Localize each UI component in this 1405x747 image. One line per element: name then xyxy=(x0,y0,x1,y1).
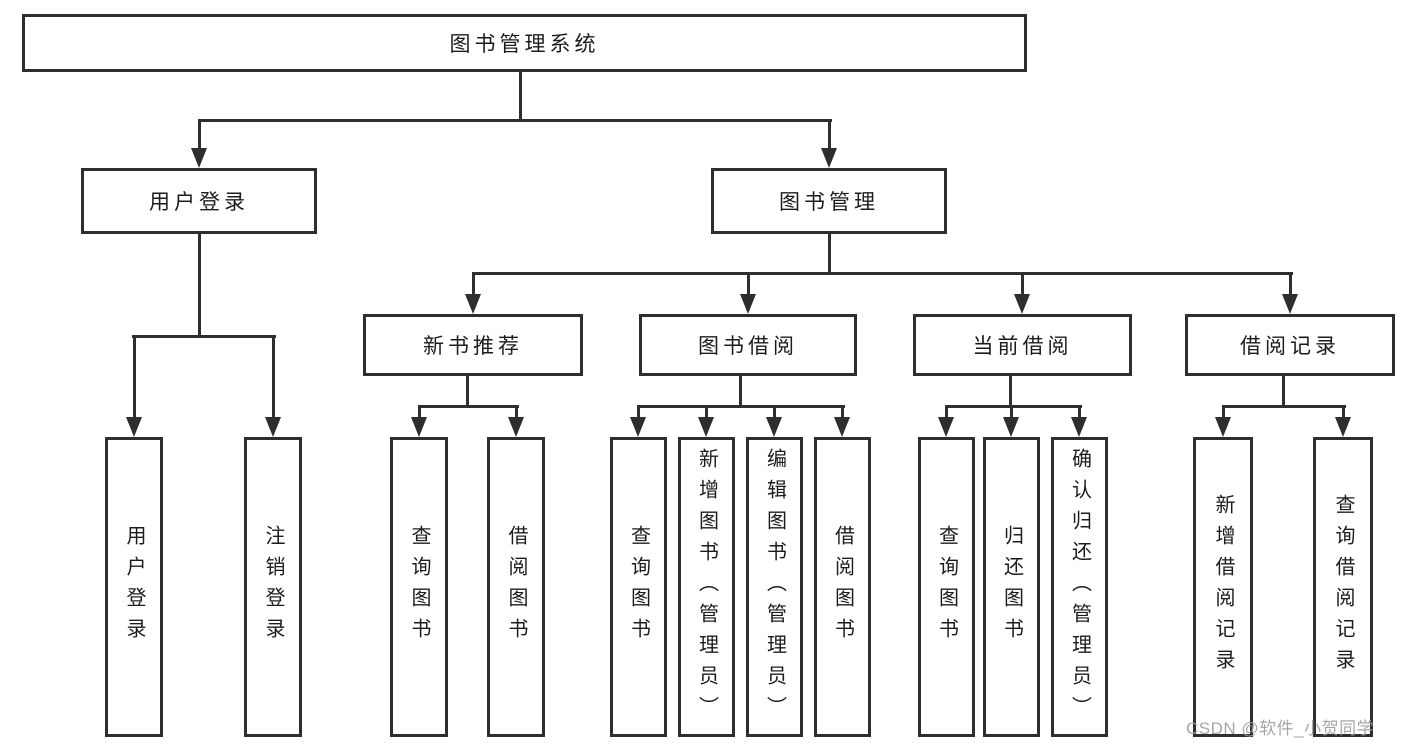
node-library-management-system: 图书管理系统 xyxy=(22,14,1027,72)
node-user-login: 用户登录 xyxy=(81,168,317,234)
connector-line xyxy=(1078,405,1081,421)
node-new-book-recommendation: 新书推荐 xyxy=(363,314,583,376)
arrowhead-down-icon xyxy=(1335,417,1351,437)
connector-line xyxy=(1222,405,1225,421)
connector-line xyxy=(1009,374,1012,408)
leaf-return-books: 归还图书 xyxy=(983,437,1040,737)
connector-line xyxy=(1222,405,1346,408)
connector-line xyxy=(705,405,708,421)
arrowhead-down-icon xyxy=(1215,417,1231,437)
leaf-current-query-books: 查询图书 xyxy=(918,437,975,737)
leaf-recommend-borrow-books: 借阅图书 xyxy=(487,437,545,737)
leaf-logout: 注销登录 xyxy=(244,437,302,737)
connector-line xyxy=(773,405,776,421)
connector-line xyxy=(1010,405,1013,421)
connector-line xyxy=(198,119,201,151)
arrowhead-down-icon xyxy=(411,417,427,437)
arrowhead-down-icon xyxy=(1003,417,1019,437)
leaf-query-borrow-record: 查询借阅记录 xyxy=(1313,437,1373,737)
arrowhead-down-icon xyxy=(766,417,782,437)
node-current-borrowing: 当前借阅 xyxy=(913,314,1132,376)
connector-line xyxy=(198,234,201,338)
leaf-confirm-return-admin: 确认归还（管理员） xyxy=(1051,437,1108,737)
leaf-edit-books-admin: 编辑图书（管理员） xyxy=(746,437,803,737)
arrowhead-down-icon xyxy=(740,294,756,314)
arrowhead-down-icon xyxy=(126,417,142,437)
connector-line xyxy=(841,405,844,421)
connector-line xyxy=(472,272,1293,275)
connector-line xyxy=(133,335,136,420)
node-borrowing-records: 借阅记录 xyxy=(1185,314,1395,376)
connector-line xyxy=(466,374,469,408)
arrowhead-down-icon xyxy=(465,294,481,314)
connector-line xyxy=(828,119,831,151)
connector-line xyxy=(272,335,275,420)
arrowhead-down-icon xyxy=(698,417,714,437)
arrowhead-down-icon xyxy=(1071,417,1087,437)
leaf-add-books-admin: 新增图书（管理员） xyxy=(678,437,735,737)
arrowhead-down-icon xyxy=(834,417,850,437)
connector-line xyxy=(418,405,519,408)
leaf-borrow-books: 借阅图书 xyxy=(814,437,871,737)
connector-line xyxy=(637,405,640,421)
arrowhead-down-icon xyxy=(191,148,207,168)
connector-line xyxy=(945,405,1082,408)
connector-line xyxy=(637,405,845,408)
leaf-recommend-query-books: 查询图书 xyxy=(390,437,448,737)
node-book-borrowing: 图书借阅 xyxy=(639,314,857,376)
connector-line xyxy=(1282,374,1285,408)
leaf-add-borrow-record: 新增借阅记录 xyxy=(1193,437,1253,737)
connector-line xyxy=(198,119,832,122)
arrowhead-down-icon xyxy=(630,417,646,437)
arrowhead-down-icon xyxy=(1014,294,1030,314)
leaf-borrow-query-books: 查询图书 xyxy=(610,437,667,737)
connector-line xyxy=(418,405,421,421)
leaf-user-login: 用户登录 xyxy=(105,437,163,737)
connector-line xyxy=(739,374,742,408)
node-book-management: 图书管理 xyxy=(711,168,947,234)
connector-line xyxy=(828,234,831,275)
connector-line xyxy=(132,335,276,338)
connector-line xyxy=(747,272,750,298)
arrowhead-down-icon xyxy=(265,417,281,437)
connector-line xyxy=(945,405,948,421)
connector-line xyxy=(1021,272,1024,298)
connector-line xyxy=(519,72,522,121)
connector-line xyxy=(1289,272,1292,298)
arrowhead-down-icon xyxy=(1282,294,1298,314)
connector-line xyxy=(472,272,475,298)
arrowhead-down-icon xyxy=(938,417,954,437)
connector-line xyxy=(515,405,518,421)
arrowhead-down-icon xyxy=(508,417,524,437)
csdn-watermark: CSDN @软件_小贺同学 xyxy=(1186,719,1375,738)
connector-line xyxy=(1342,405,1345,421)
arrowhead-down-icon xyxy=(821,148,837,168)
